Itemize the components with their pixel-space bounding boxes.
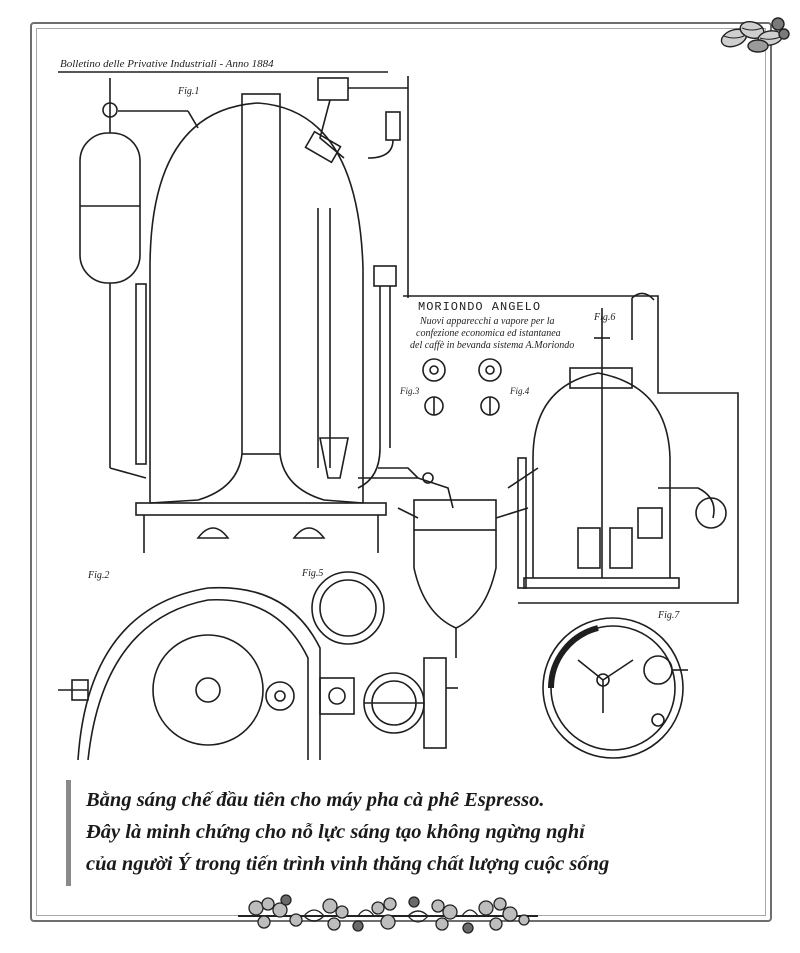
fig5-gauge — [311, 571, 385, 645]
patent-line-2: confezione economica ed istantanea — [416, 328, 561, 339]
fig2-label: Fig.2 — [87, 570, 109, 581]
fig1-valve-assembly — [304, 76, 409, 298]
patent-line-3: del caffè in bevanda sistema A.Moriondo — [410, 340, 574, 351]
fig6-label: Fig.6 — [593, 312, 615, 323]
fig5-filter-assembly — [397, 457, 539, 658]
fig5-label: Fig.5 — [301, 568, 323, 579]
caption-line-1: Bằng sáng chế đầu tiên cho máy pha cà ph… — [86, 789, 545, 811]
coffee-bean-cluster-icon — [720, 17, 790, 53]
fig1-label: Fig.1 — [177, 86, 199, 97]
caption-line-3: của người Ý trong tiến trình vinh thăng … — [86, 853, 610, 875]
page-frame — [30, 22, 772, 922]
fig3-label: Fig.3 — [399, 386, 420, 396]
fig7-label: Fig.7 — [657, 610, 680, 621]
fig1-main-boiler — [135, 93, 387, 553]
fig4-label: Fig.4 — [509, 386, 530, 396]
caption: Bằng sáng chế đầu tiên cho máy pha cà ph… — [86, 784, 756, 880]
fig2-fittings — [265, 657, 458, 749]
plate-outline — [403, 295, 739, 604]
fig1-side-vessel — [79, 78, 199, 479]
fig7-round-plate — [542, 617, 688, 759]
fig3-fig4-valves — [422, 358, 502, 416]
patent-drawing: Bolletino delle Privative Industriali - … — [58, 58, 739, 760]
patent-line-1: Nuovi apparecchi a vapore per la — [419, 316, 555, 327]
coffee-branch-ornament-icon — [238, 894, 538, 934]
fig6-coffee-reservoir — [523, 292, 727, 589]
caption-accent-bar — [66, 780, 71, 886]
fig1-pipes — [357, 265, 454, 509]
patent-header: Bolletino delle Privative Industriali - … — [60, 58, 274, 70]
fig2-base-wheel — [58, 586, 321, 760]
caption-line-2: Đây là minh chứng cho nỗ lực sáng tạo kh… — [86, 821, 585, 843]
inventor-name: MORIONDO ANGELO — [418, 300, 541, 314]
